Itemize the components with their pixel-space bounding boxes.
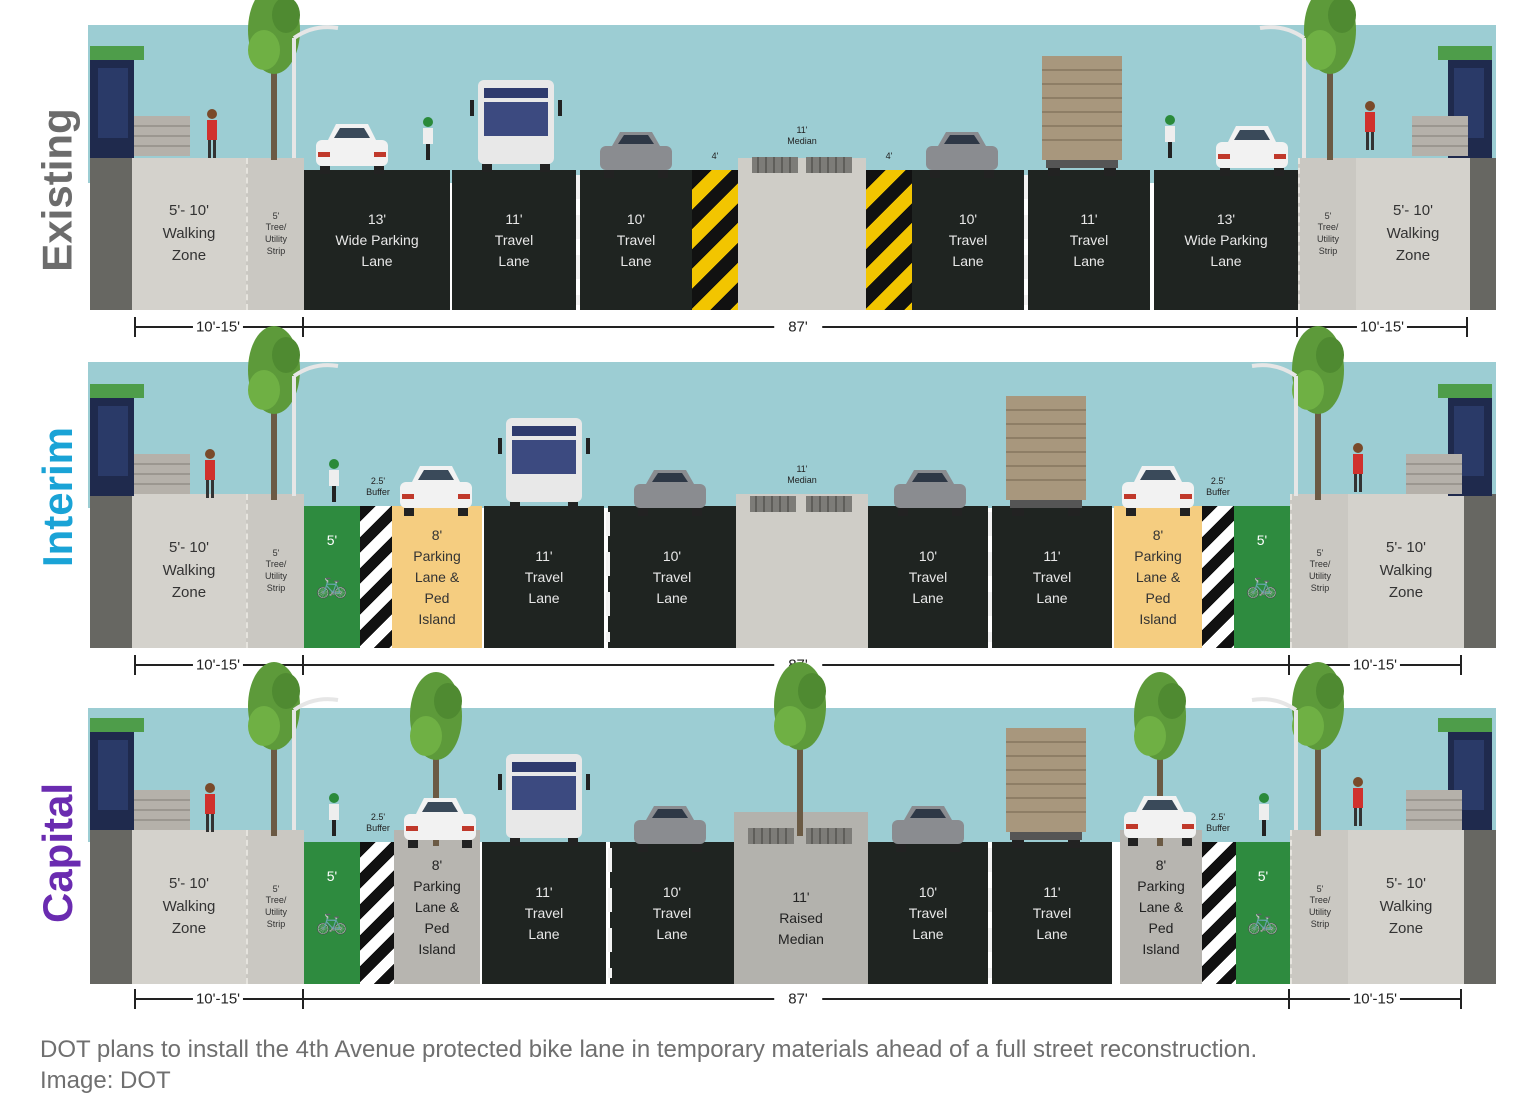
buffer-left-label: 4': [711, 151, 719, 161]
bicycle-icon: 🚲: [1245, 569, 1279, 599]
walking-zone-left: 5'- 10' Walking Zone: [132, 830, 246, 984]
buffer-right: [1202, 842, 1236, 984]
travel-lane-4: 11' Travel Lane: [992, 506, 1112, 648]
buffer-right-label: 4': [885, 151, 893, 161]
travel-lane-2: 10' Travel Lane: [610, 842, 734, 984]
bike-lane-right: 5' 🚲: [1234, 506, 1290, 648]
travel-lane-4: 11' Travel Lane: [1028, 170, 1150, 310]
dim-center: 87': [774, 318, 822, 336]
travel-lane-4: 11' Travel Lane: [992, 842, 1112, 984]
dimension-tick: [1296, 317, 1298, 337]
buffer-left-label: 2.5' Buffer: [366, 476, 390, 497]
curb-left: [90, 158, 132, 310]
parking-island-left: 8' Parking Lane & Ped Island: [392, 506, 482, 648]
lane-stripe: [608, 848, 612, 978]
buffer-right-label: 2.5' Buffer: [1206, 476, 1230, 497]
dimension-tick: [1466, 317, 1468, 337]
travel-lane-1: 11' Travel Lane: [484, 506, 604, 648]
dim-left: 10'-15': [192, 990, 244, 1008]
dim-left: 10'-15': [192, 318, 244, 336]
parking-lane-left: 13' Wide Parking Lane: [304, 170, 450, 310]
caption-text: DOT plans to install the 4th Avenue prot…: [40, 1036, 1258, 1063]
bike-lane-width: 5': [326, 868, 338, 884]
travel-lane-1: 11' Travel Lane: [452, 170, 576, 310]
walking-zone-right: 5'- 10' Walking Zone: [1356, 158, 1470, 310]
walking-zone-right: 5'- 10' Walking Zone: [1348, 494, 1464, 648]
parking-island-left: 8' Parking Lane & Ped Island: [394, 830, 480, 984]
median-label: 11' Median: [787, 464, 817, 485]
lane-stripe: [606, 512, 610, 642]
dimension-tick: [1460, 655, 1462, 675]
dimension-tick: [302, 317, 304, 337]
sky: [88, 362, 1496, 508]
bike-lane-width: 5': [326, 532, 338, 548]
bike-lane-width: 5': [1256, 532, 1268, 548]
utility-strip-left: 5' Tree/ Utility Strip: [246, 494, 304, 648]
travel-lane-1: 11' Travel Lane: [482, 842, 606, 984]
dimension-tick: [134, 317, 136, 337]
buffer-right: [866, 170, 912, 310]
travel-lane-3: 10' Travel Lane: [868, 842, 988, 984]
bicycle-icon: 🚲: [315, 905, 349, 935]
dimension-tick: [302, 655, 304, 675]
bike-lane-width: 5': [1257, 868, 1269, 884]
dimension-tick: [134, 989, 136, 1009]
utility-strip-right: 5' Tree/ Utility Strip: [1290, 494, 1348, 648]
buffer-left-label: 2.5' Buffer: [366, 812, 390, 833]
buffer-right-label: 2.5' Buffer: [1206, 812, 1230, 833]
bicycle-icon: 🚲: [1246, 905, 1280, 935]
buffer-right: [1202, 506, 1234, 648]
bicycle-icon: 🚲: [315, 569, 349, 599]
lane-stripe: [988, 512, 992, 642]
dimension-tick: [1288, 655, 1290, 675]
travel-lane-3: 10' Travel Lane: [912, 170, 1024, 310]
curb-right: [1464, 494, 1496, 648]
dimension-tick: [302, 989, 304, 1009]
walking-zone-left: 5'- 10' Walking Zone: [132, 494, 246, 648]
utility-strip-right: 5' Tree/ Utility Strip: [1290, 830, 1348, 984]
utility-strip-left: 5' Tree/ Utility Strip: [246, 158, 304, 310]
buffer-left: [360, 506, 392, 648]
dimension-tick: [1460, 989, 1462, 1009]
bike-lane-left: 5' 🚲: [304, 506, 360, 648]
lane-stripe: [576, 175, 580, 305]
parking-lane-right: 13' Wide Parking Lane: [1154, 170, 1298, 310]
bike-lane-right: 5' 🚲: [1236, 842, 1290, 984]
travel-lane-2: 10' Travel Lane: [580, 170, 692, 310]
utility-strip-left: 5' Tree/ Utility Strip: [246, 830, 304, 984]
curb-left: [90, 494, 132, 648]
bike-lane-left: 5' 🚲: [304, 842, 360, 984]
panel-existing: Existing 5'- 10' Walking Zone 5' Tree/ U…: [0, 25, 1536, 355]
walking-zone-left: 5'- 10' Walking Zone: [132, 158, 246, 310]
median-label: 11' Median: [787, 125, 817, 146]
image-caption: DOT plans to install the 4th Avenue prot…: [40, 1034, 1520, 1096]
parking-island-right: 8' Parking Lane & Ped Island: [1114, 506, 1202, 648]
dimension-tick: [1288, 989, 1290, 1009]
parking-island-right: 8' Parking Lane & Ped Island: [1120, 830, 1202, 984]
median: [738, 158, 866, 310]
buffer-left: [360, 842, 394, 984]
panel-interim: Interim 5'- 10' Walking Zone 5' Tree/ Ut…: [0, 362, 1536, 692]
lane-stripe: [988, 848, 992, 978]
curb-right: [1464, 830, 1496, 984]
utility-strip-right: 5' Tree/ Utility Strip: [1298, 158, 1356, 310]
dim-center: 87': [774, 990, 822, 1008]
dim-right: 10'-15': [1349, 990, 1401, 1008]
walking-zone-right: 5'- 10' Walking Zone: [1348, 830, 1464, 984]
curb-left: [90, 830, 132, 984]
travel-lane-2: 10' Travel Lane: [608, 506, 736, 648]
caption-credit: Image: DOT: [40, 1067, 171, 1095]
dim-right: 10'-15': [1349, 656, 1401, 674]
travel-lane-3: 10' Travel Lane: [868, 506, 988, 648]
lane-stripe: [1024, 175, 1028, 305]
dim-right: 10'-15': [1356, 318, 1408, 336]
dimension-tick: [134, 655, 136, 675]
median: [736, 494, 868, 648]
buffer-left: [692, 170, 738, 310]
curb-right: [1470, 158, 1496, 310]
dim-left: 10'-15': [192, 656, 244, 674]
